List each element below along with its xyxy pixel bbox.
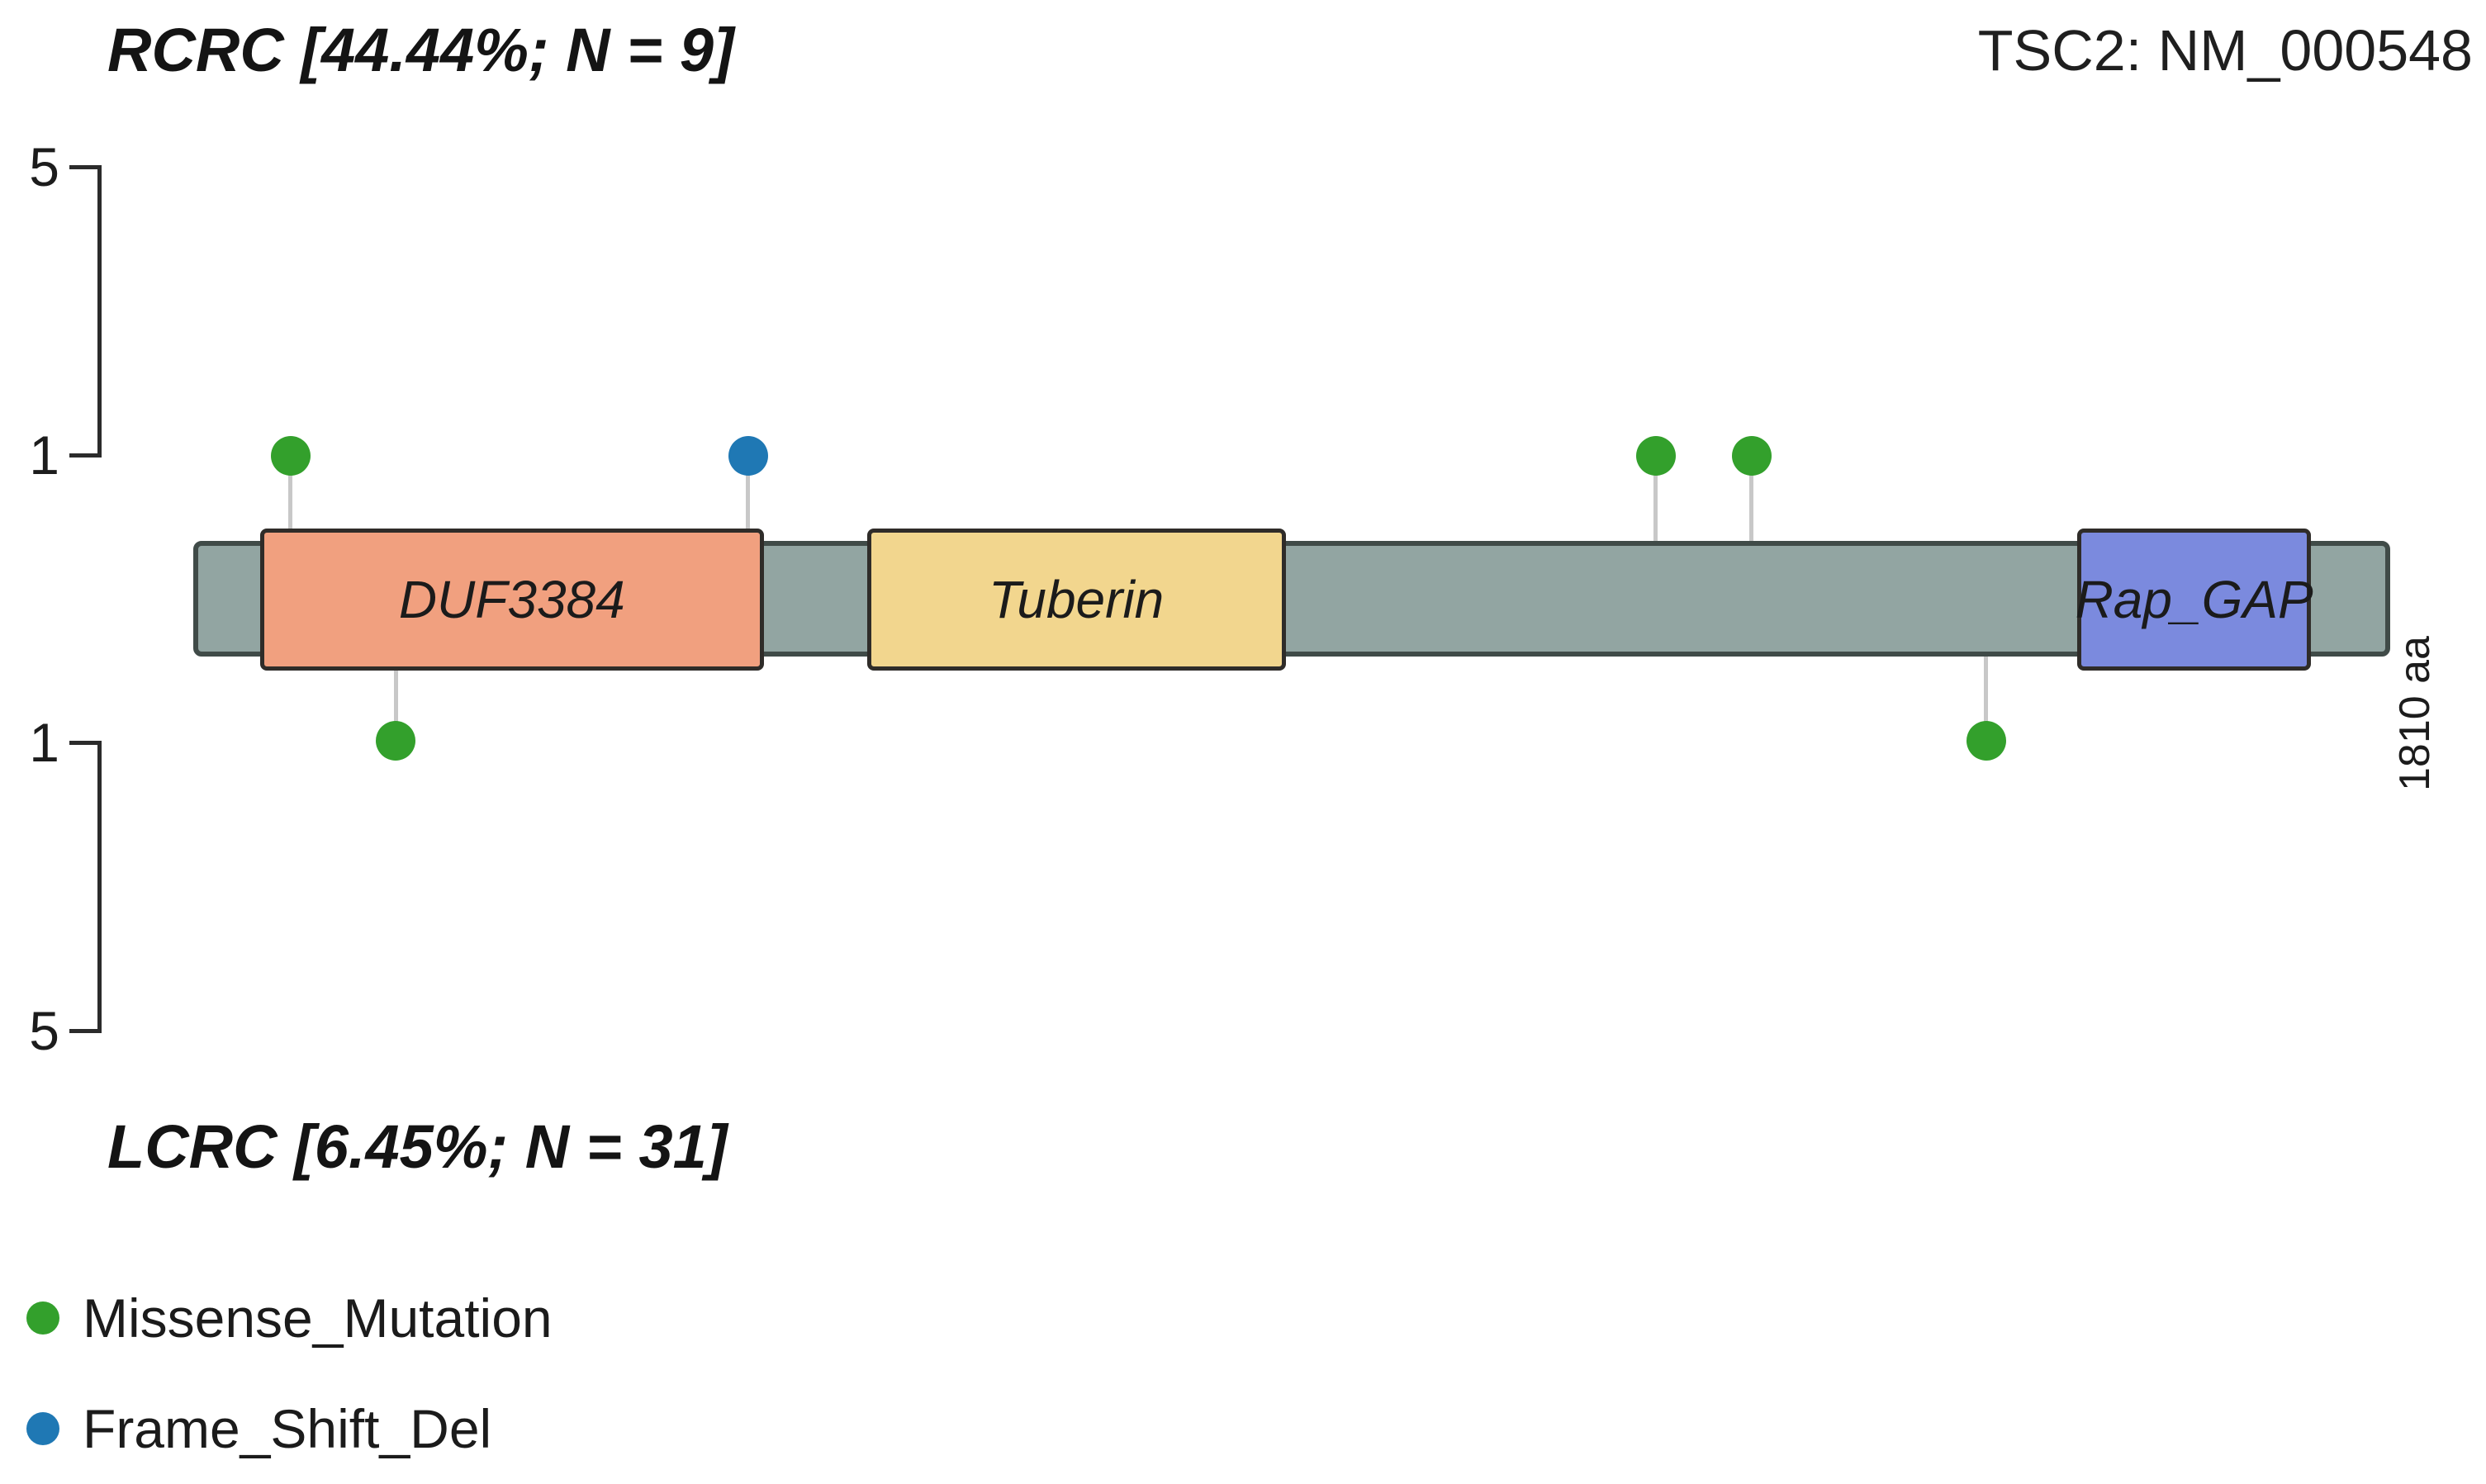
mutation-dot-frame_shift_del bbox=[728, 436, 768, 476]
bottom-track-title: LCRC [6.45%; N = 31] bbox=[107, 1112, 728, 1181]
top-axis-tick-5 bbox=[69, 165, 101, 169]
mutation-dot-missense_mutation bbox=[1731, 436, 1772, 476]
lollipop-stick bbox=[1653, 456, 1658, 541]
bottom-axis-line bbox=[97, 741, 102, 1033]
top-track-title: RCRC [44.44%; N = 9] bbox=[107, 16, 734, 84]
legend-dot bbox=[26, 1412, 59, 1445]
mutation-dot-missense_mutation bbox=[270, 436, 311, 476]
top-axis-line bbox=[97, 165, 102, 458]
bottom-axis-label-5: 5 bbox=[29, 1000, 59, 1061]
domain-DUF3384: DUF3384 bbox=[259, 529, 764, 671]
lollipop-stick bbox=[393, 671, 398, 741]
legend-dot bbox=[26, 1301, 59, 1335]
bottom-axis-label-1: 1 bbox=[29, 712, 59, 773]
mutation-dot-missense_mutation bbox=[1635, 436, 1676, 476]
legend-label: Missense_Mutation bbox=[83, 1287, 553, 1349]
domain-label-Rap_GAP: Rap_GAP bbox=[2075, 570, 2313, 629]
lollipop-stick bbox=[1749, 456, 1754, 541]
lollipop-stick bbox=[1984, 657, 1989, 741]
domain-Rap_GAP: Rap_GAP bbox=[2075, 529, 2313, 671]
gene-transcript-label: TSC2: NM_000548 bbox=[1977, 18, 2473, 83]
domain-Tuberin: Tuberin bbox=[866, 529, 1286, 671]
protein-length-label: 1810 aa bbox=[2391, 636, 2439, 791]
legend-item-missense_mutation: Missense_Mutation bbox=[26, 1285, 553, 1351]
lollipop-stick bbox=[746, 456, 751, 529]
top-axis-tick-1 bbox=[69, 453, 101, 458]
legend-label: Frame_Shift_Del bbox=[83, 1398, 492, 1459]
domain-label-DUF3384: DUF3384 bbox=[398, 570, 625, 629]
mutation-dot-missense_mutation bbox=[1966, 721, 2006, 761]
legend-item-frame_shift_del: Frame_Shift_Del bbox=[26, 1396, 491, 1462]
top-axis-label-5: 5 bbox=[29, 136, 59, 197]
bottom-axis-tick-5 bbox=[69, 1029, 101, 1033]
top-axis-label-1: 1 bbox=[29, 424, 59, 486]
domain-label-Tuberin: Tuberin bbox=[989, 570, 1165, 629]
mutation-dot-missense_mutation bbox=[376, 721, 416, 761]
bottom-axis-tick-1 bbox=[69, 741, 101, 745]
lollipop-stick bbox=[288, 456, 293, 529]
